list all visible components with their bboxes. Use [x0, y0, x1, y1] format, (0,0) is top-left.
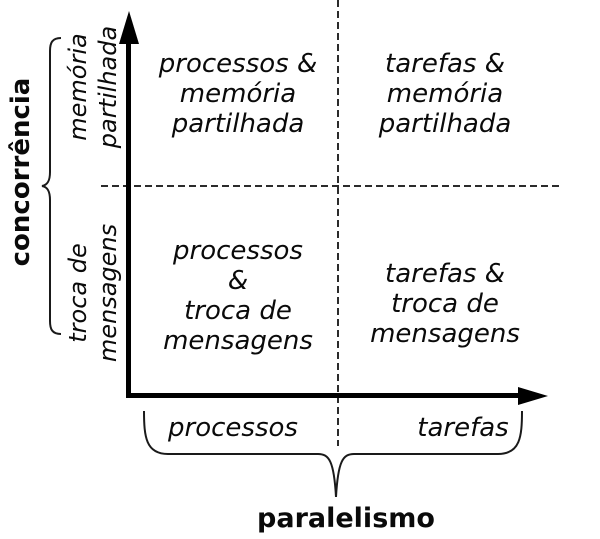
x-axis-curly-brace — [143, 410, 523, 498]
quadrant-top-right-label: tarefas & memória partilhada — [378, 49, 512, 139]
y-axis-curly-brace — [41, 37, 62, 335]
y-category-message-passing-label: troca de mensagens — [64, 223, 122, 363]
y-axis-arrowhead-icon — [119, 11, 139, 44]
y-axis-line — [126, 36, 131, 398]
y-axis-title: concorrência — [6, 77, 36, 267]
x-category-processes-label: processos — [168, 413, 298, 443]
y-category-shared-memory-label: memória partilhada — [64, 25, 122, 149]
x-category-tasks-label: tarefas — [417, 413, 509, 443]
horizontal-dashed-divider — [101, 185, 560, 187]
quadrant-top-left-label: processos & memória partilhada — [158, 49, 318, 139]
x-axis-title: paralelismo — [257, 503, 435, 534]
x-axis-line — [126, 393, 522, 398]
quadrant-bottom-right-label: tarefas & troca de mensagens — [370, 259, 520, 349]
quadrant-bottom-left-label: processos & troca de mensagens — [163, 236, 313, 356]
x-axis-arrowhead-icon — [518, 387, 548, 405]
vertical-dashed-divider — [337, 0, 339, 446]
